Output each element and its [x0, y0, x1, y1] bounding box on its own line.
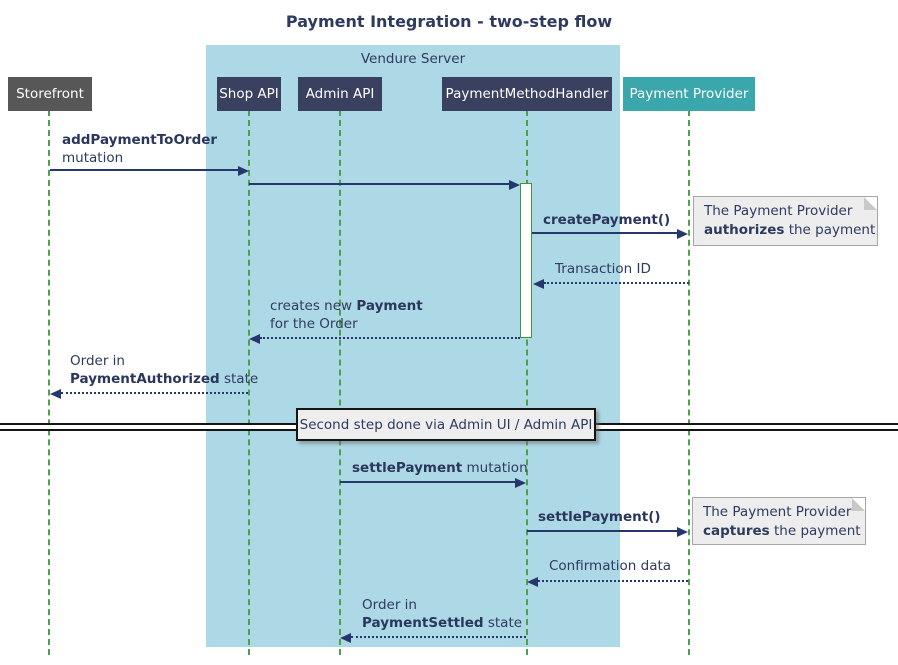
message-keyword: createPayment() — [543, 212, 671, 228]
note-text: the payment — [769, 523, 861, 539]
note-captures-payment: The Payment Provider captures the paymen… — [692, 497, 866, 545]
participant-admin-api: Admin API — [298, 77, 382, 111]
message-text: creates new — [270, 298, 357, 314]
message-arrow-add-payment-to-order — [50, 169, 238, 171]
message-text: mutation — [462, 460, 528, 476]
arrowhead-left-icon — [527, 577, 538, 587]
message-label-settle-payment-call: settlePayment() — [538, 508, 661, 526]
divider-label-box: Second step done via Admin UI / Admin AP… — [296, 408, 596, 441]
note-text: the payment — [784, 222, 876, 238]
note-line: The Payment Provider — [704, 203, 853, 219]
message-return-creates-new-payment — [260, 337, 520, 339]
diagram-title: Payment Integration - two-step flow — [285, 12, 613, 31]
note-keyword: authorizes — [704, 222, 785, 238]
message-arrow-settle-payment-mutation — [340, 481, 515, 483]
message-line: creates new Payment — [270, 297, 423, 315]
message-return-order-payment-authorized — [61, 392, 248, 394]
arrowhead-right-icon — [677, 229, 688, 239]
note-line: The Payment Provider — [703, 504, 852, 520]
lifeline-payment-method-handler — [526, 110, 528, 655]
arrowhead-left-icon — [50, 389, 61, 399]
arrowhead-right-icon — [238, 166, 249, 176]
message-text: mutation — [62, 150, 124, 166]
message-label-creates-new-payment: creates new Payment for the Order — [270, 297, 423, 333]
message-arrow-settle-payment-call — [527, 530, 677, 532]
note-line: captures the payment — [703, 522, 861, 541]
arrowhead-right-icon — [509, 180, 520, 190]
arrowhead-right-icon — [677, 527, 688, 537]
message-text: Order in — [362, 597, 417, 613]
participant-shop-api: Shop API — [217, 77, 281, 111]
arrowhead-left-icon — [533, 279, 544, 289]
message-text: state — [483, 615, 523, 631]
arrowhead-right-icon — [515, 478, 526, 488]
message-label-transaction-id: Transaction ID — [555, 261, 651, 277]
activation-bar-payment-method-handler — [520, 183, 532, 338]
lifeline-admin-api — [339, 110, 341, 655]
message-label-create-payment: createPayment() — [543, 211, 670, 229]
lifeline-payment-provider — [688, 110, 690, 655]
message-keyword: settlePayment() — [538, 509, 661, 525]
message-arrow-create-payment — [532, 232, 677, 234]
message-keyword: PaymentAuthorized — [70, 371, 220, 387]
message-return-confirmation-data — [538, 580, 688, 582]
vendure-server-label: Vendure Server — [360, 51, 466, 67]
note-keyword: captures — [703, 523, 770, 539]
participant-payment-provider: Payment Provider — [623, 77, 755, 111]
message-arrow-shop-to-handler — [249, 183, 509, 185]
arrowhead-left-icon — [340, 633, 351, 643]
message-line: PaymentAuthorized state — [70, 370, 258, 388]
message-label-settle-payment-mutation: settlePayment mutation — [352, 459, 528, 477]
participant-payment-method-handler: PaymentMethodHandler — [442, 77, 612, 111]
message-keyword: Payment — [356, 298, 423, 314]
message-text: state — [219, 371, 259, 387]
arrowhead-left-icon — [249, 334, 260, 344]
vendure-server-frame: Vendure Server — [206, 45, 620, 647]
lifeline-storefront — [48, 110, 50, 655]
message-label-order-payment-settled: Order in PaymentSettled state — [362, 596, 522, 632]
note-line: authorizes the payment — [704, 221, 875, 240]
lifeline-shop-api — [248, 110, 250, 655]
participant-storefront: Storefront — [8, 77, 92, 111]
message-keyword: PaymentSettled — [362, 615, 484, 631]
note-authorizes-payment: The Payment Provider authorizes the paym… — [693, 196, 878, 246]
message-label-order-payment-authorized: Order in PaymentAuthorized state — [70, 352, 258, 388]
message-line: PaymentSettled state — [362, 614, 522, 632]
message-label-add-payment-to-order: addPaymentToOrder mutation — [62, 131, 217, 167]
message-keyword: settlePayment — [352, 460, 463, 476]
message-return-transaction-id — [544, 282, 689, 284]
message-return-order-payment-settled — [351, 636, 526, 638]
message-text: for the Order — [270, 316, 358, 332]
message-keyword: addPaymentToOrder — [62, 132, 218, 148]
message-text: Order in — [70, 353, 125, 369]
message-label-confirmation-data: Confirmation data — [549, 558, 672, 574]
